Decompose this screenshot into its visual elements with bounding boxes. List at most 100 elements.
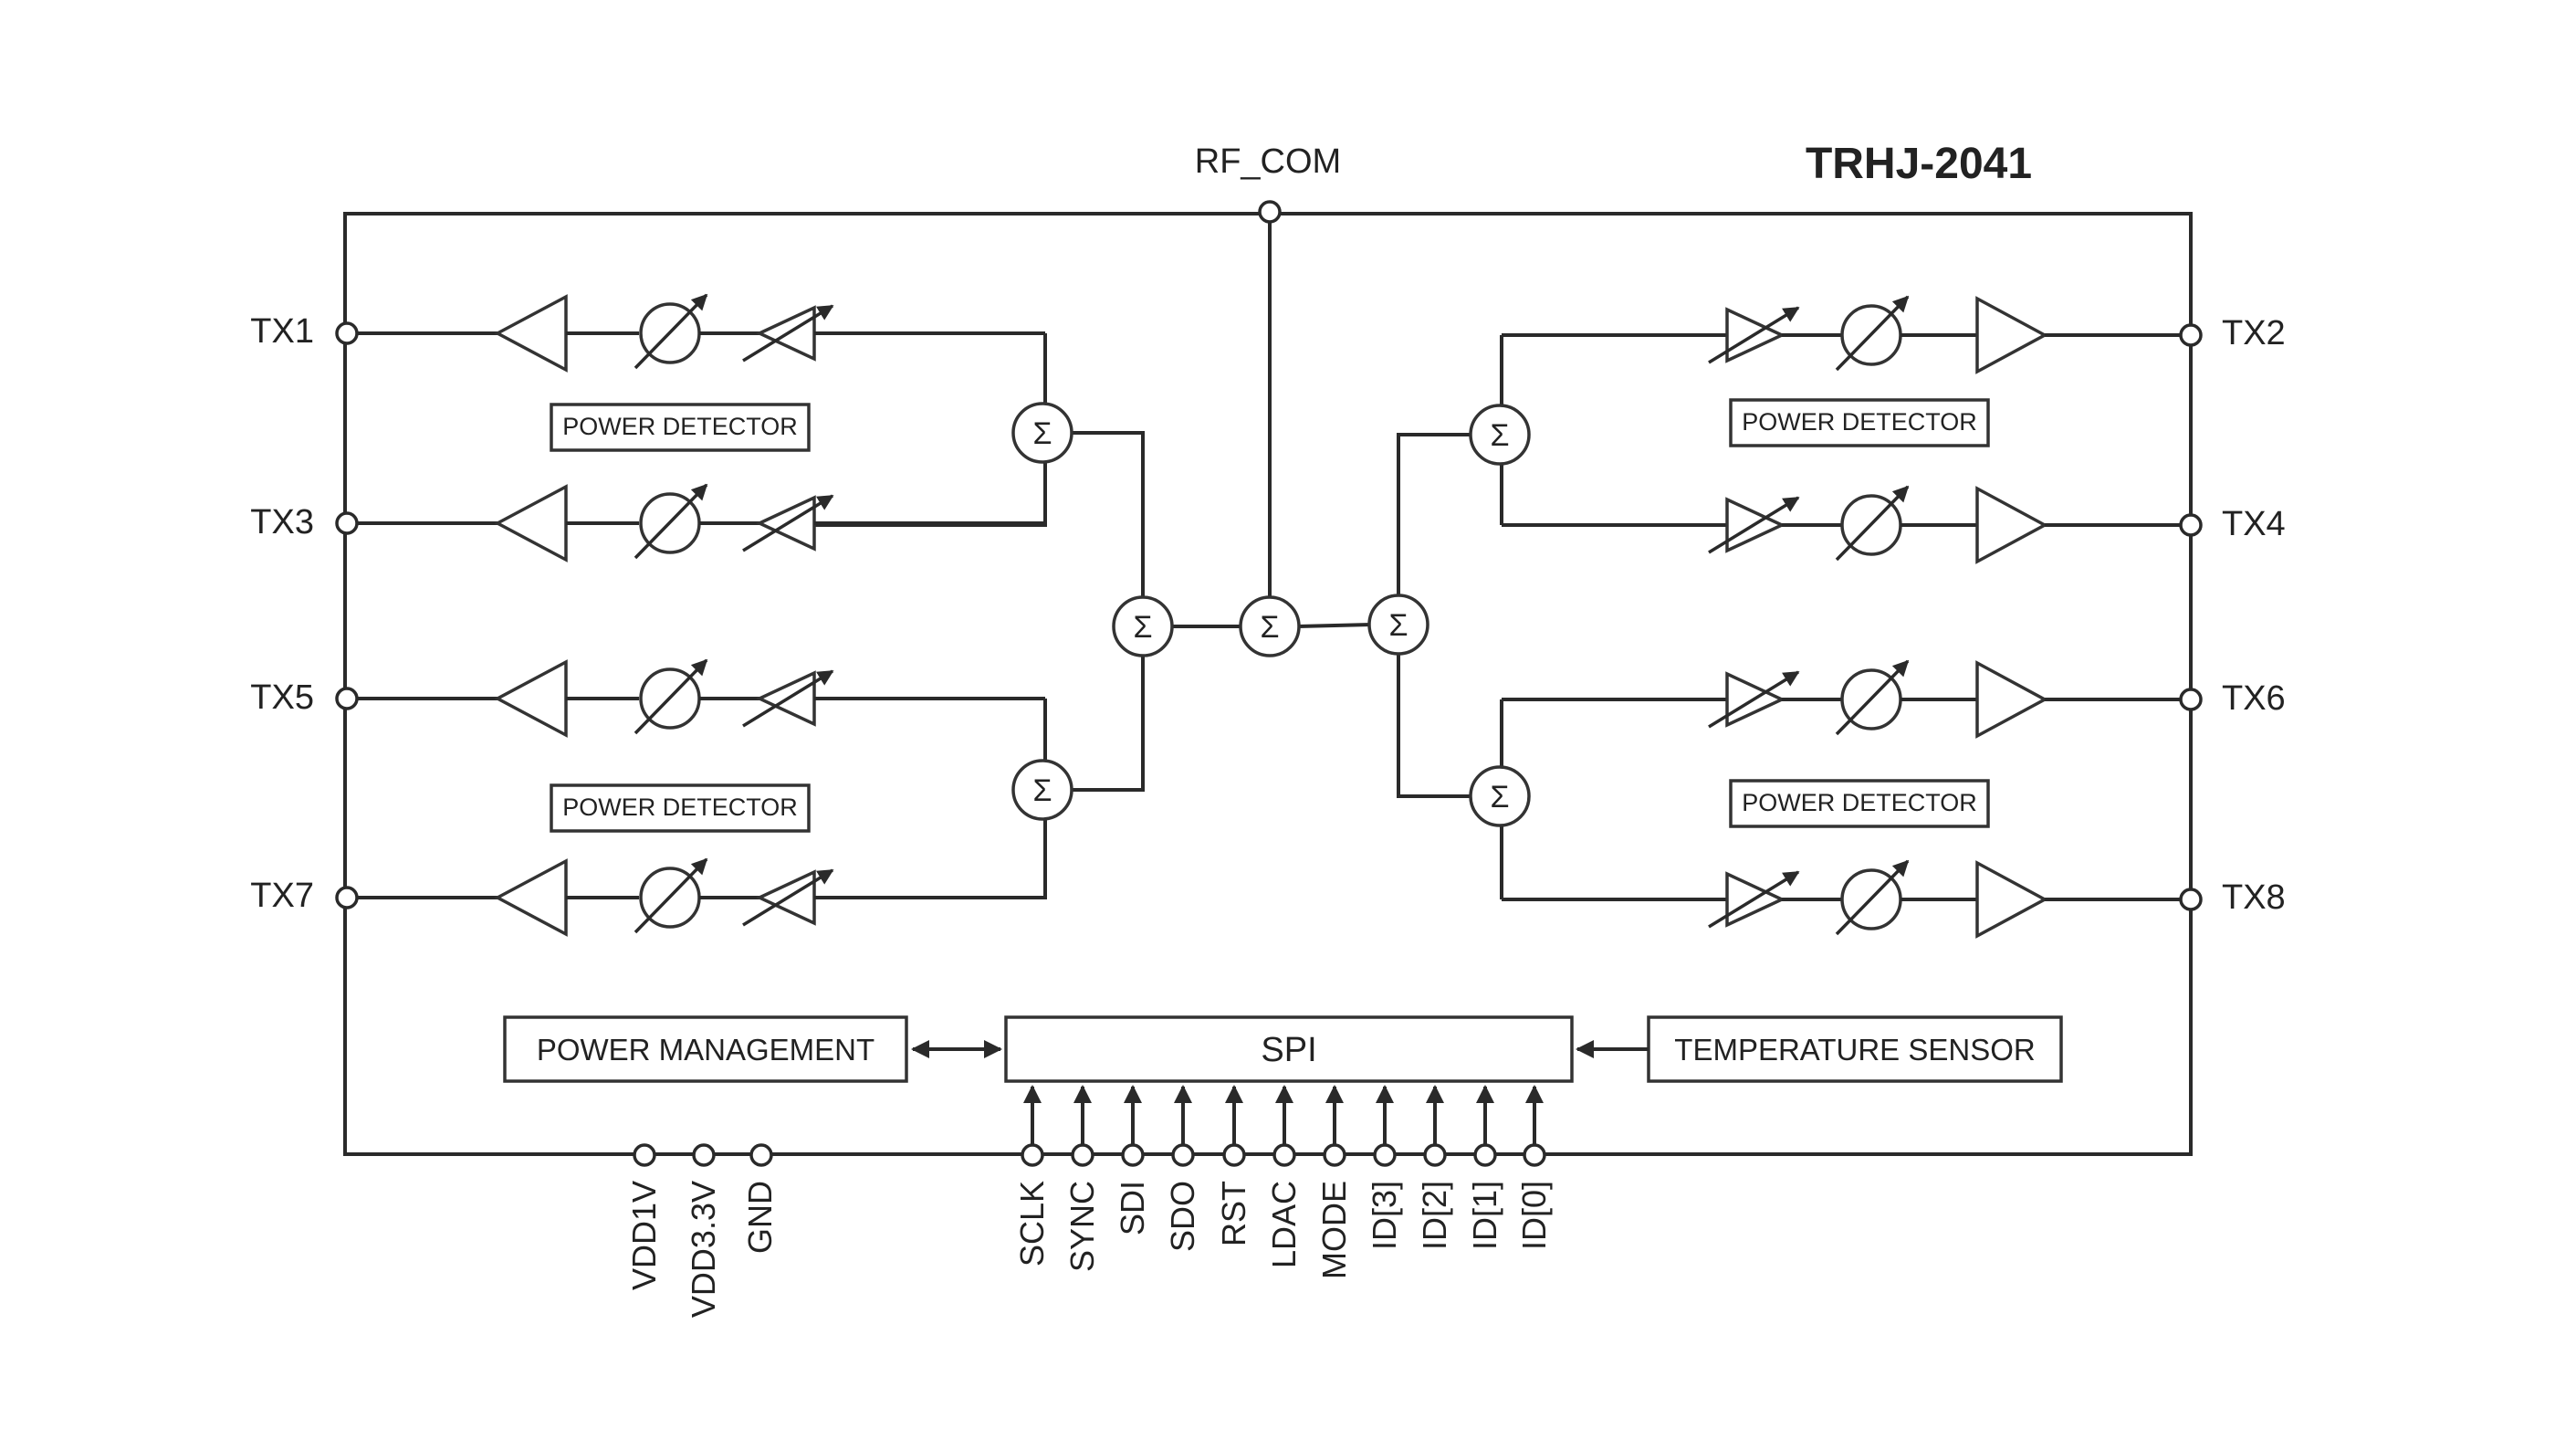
signal-chain-tx3: [335, 483, 1045, 562]
spi-block: SPI: [1004, 1015, 1574, 1083]
variable-attenuator-icon: [1708, 306, 1800, 364]
power-pin-2[interactable]: [749, 1143, 773, 1167]
signal-chain-tx6: [1502, 659, 2203, 739]
summing-junction-icon: Σ: [1490, 780, 1509, 815]
power-detector-block-4: POWER DETECTOR: [1729, 779, 1990, 828]
phase-shifter-icon: [1835, 295, 1910, 372]
port-pin-tx6[interactable]: [2179, 688, 2203, 711]
power-detector-block-3: POWER DETECTOR: [550, 783, 811, 833]
power-management-label: POWER MANAGEMENT: [537, 1033, 874, 1067]
power-management-block: POWER MANAGEMENT: [503, 1015, 908, 1083]
tx8-label: TX8: [2222, 878, 2286, 917]
port-pin-tx7[interactable]: [335, 886, 359, 909]
pin-label-sync: SYNC: [1063, 1181, 1101, 1272]
summing-junction-icon: Σ: [1490, 418, 1509, 453]
tx5-label: TX5: [250, 678, 314, 717]
variable-attenuator-icon: [1708, 870, 1800, 929]
spi-pin-2[interactable]: [1121, 1085, 1145, 1167]
port-pin-tx1[interactable]: [335, 321, 359, 345]
pin-label-sclk: SCLK: [1013, 1181, 1051, 1267]
rf-com-pin[interactable]: [1258, 200, 1282, 224]
port-pin-tx4[interactable]: [2179, 513, 2203, 537]
tx2-label: TX2: [2222, 314, 2286, 352]
summing-junction-icon: Σ: [1260, 610, 1279, 645]
pin-label-id2: ID[2]: [1416, 1181, 1453, 1250]
variable-attenuator-icon: [1708, 496, 1800, 554]
summing-junction-right-lower: Σ: [1469, 765, 1531, 827]
pin-label-sdo: SDO: [1164, 1181, 1201, 1252]
summing-tree: Σ Σ Σ Σ Σ Σ Σ: [814, 333, 1531, 899]
spi-label: SPI: [1261, 1031, 1316, 1069]
phase-shifter-icon: [634, 857, 708, 934]
temperature-sensor-label: TEMPERATURE SENSOR: [1674, 1033, 2035, 1067]
summing-junction-center: Σ: [1239, 595, 1301, 657]
amplifier-icon: [494, 294, 568, 373]
phase-shifter-icon: [634, 658, 708, 735]
signal-chain-tx1: [335, 293, 1045, 373]
pin-label-vdd1v: VDD1V: [625, 1181, 663, 1290]
spi-pin-8[interactable]: [1423, 1085, 1447, 1167]
spi-pin-1[interactable]: [1071, 1085, 1094, 1167]
phase-shifter-icon: [1835, 859, 1910, 936]
tx-signal-chains: [335, 293, 2203, 939]
tx4-label: TX4: [2222, 505, 2286, 543]
port-pin-tx3[interactable]: [335, 511, 359, 535]
amplifier-icon: [1975, 860, 2048, 939]
signal-chain-tx8: [1502, 859, 2203, 939]
signal-chain-tx4: [1502, 485, 2203, 564]
part-number-title: TRHJ-2041: [1806, 140, 2032, 188]
summing-junction-right-upper: Σ: [1469, 404, 1531, 466]
signal-chain-tx7: [335, 857, 1045, 937]
summing-junction-left-stage2: Σ: [1112, 595, 1174, 657]
power-pin-1[interactable]: [692, 1143, 716, 1167]
power-detector-label: POWER DETECTOR: [1742, 408, 1977, 436]
amplifier-icon: [1975, 486, 2048, 564]
spi-pin-4[interactable]: [1222, 1085, 1246, 1167]
amplifier-icon: [494, 858, 568, 937]
variable-attenuator-icon: [1708, 670, 1800, 729]
power-detector-label: POWER DETECTOR: [562, 413, 798, 440]
port-pin-tx5[interactable]: [335, 687, 359, 710]
spi-pin-0[interactable]: [1021, 1085, 1044, 1167]
summing-junction-icon: Σ: [1032, 773, 1052, 808]
amplifier-icon: [494, 659, 568, 738]
spi-pin-9[interactable]: [1473, 1085, 1497, 1167]
spi-pin-10[interactable]: [1523, 1085, 1546, 1167]
power-pin-labels: VDD1V VDD3.3V GND: [625, 1181, 779, 1318]
amplifier-icon: [1975, 296, 2048, 374]
bottom-pins: [633, 1085, 1546, 1167]
power-pin-0[interactable]: [633, 1143, 656, 1167]
phase-shifter-icon: [1835, 659, 1910, 736]
spi-pin-5[interactable]: [1272, 1085, 1296, 1167]
signal-chain-tx5: [335, 658, 1045, 738]
pin-label-mode: MODE: [1315, 1181, 1353, 1279]
spi-pin-7[interactable]: [1373, 1085, 1397, 1167]
phase-shifter-icon: [1835, 485, 1910, 562]
spi-pin-6[interactable]: [1323, 1085, 1346, 1167]
tx3-label: TX3: [250, 503, 314, 541]
rf-com-label: RF_COM: [1195, 142, 1341, 181]
spi-pin-3[interactable]: [1171, 1085, 1195, 1167]
pin-label-id3: ID[3]: [1366, 1181, 1403, 1250]
tx7-label: TX7: [250, 877, 314, 915]
power-detector-label: POWER DETECTOR: [562, 794, 798, 821]
phase-shifter-icon: [634, 293, 708, 370]
pin-label-id1: ID[1]: [1466, 1181, 1503, 1250]
amplifier-icon: [1975, 660, 2048, 739]
summing-junction-left-lower: Σ: [1011, 759, 1073, 821]
pin-label-sdi: SDI: [1114, 1181, 1151, 1235]
power-detector-block-1: POWER DETECTOR: [550, 403, 811, 452]
summing-junction-icon: Σ: [1388, 608, 1408, 643]
port-pin-tx2[interactable]: [2179, 323, 2203, 347]
summing-junction-icon: Σ: [1133, 610, 1152, 645]
amplifier-icon: [494, 484, 568, 562]
pin-label-gnd: GND: [741, 1181, 779, 1254]
spi-pin-labels: SCLK SYNC SDI SDO RST LDAC MODE ID[3] ID…: [1013, 1181, 1553, 1279]
phase-shifter-icon: [634, 483, 708, 560]
summing-junction-left-upper: Σ: [1011, 402, 1073, 464]
pin-label-ldac: LDAC: [1265, 1181, 1303, 1268]
port-pin-tx8[interactable]: [2179, 888, 2203, 911]
tx6-label: TX6: [2222, 679, 2286, 718]
power-detector-label: POWER DETECTOR: [1742, 789, 1977, 816]
